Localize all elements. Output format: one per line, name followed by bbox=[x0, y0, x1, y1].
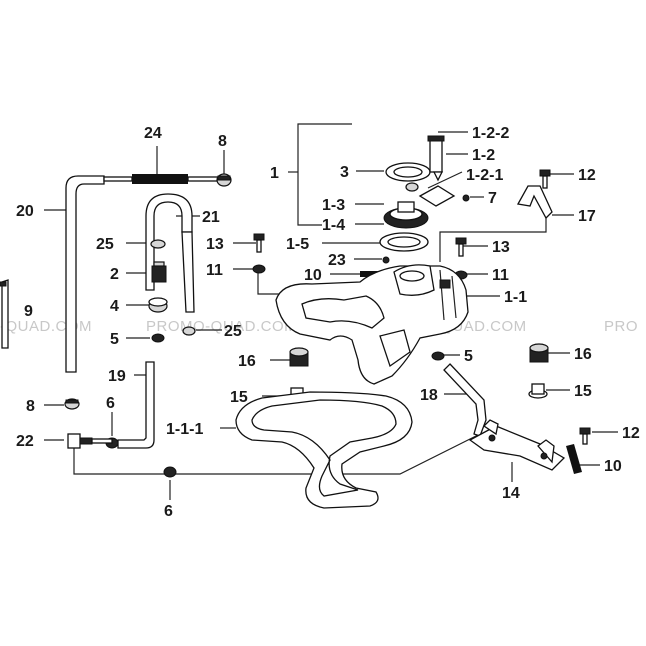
label-5-left: 5 bbox=[110, 331, 119, 348]
label-1-1-1: 1-1-1 bbox=[166, 421, 203, 438]
spring-24 bbox=[103, 174, 219, 184]
label-1-3: 1-3 bbox=[322, 197, 345, 214]
bolt-13-right bbox=[455, 237, 467, 257]
label-16-right: 16 bbox=[574, 346, 592, 363]
label-1-2: 1-2 bbox=[472, 147, 495, 164]
label-23: 23 bbox=[328, 252, 346, 269]
washer-11-left bbox=[252, 264, 266, 274]
label-15-left: 15 bbox=[230, 389, 248, 406]
valve-2 bbox=[151, 261, 167, 283]
label-21: 21 bbox=[202, 209, 220, 226]
label-12-bottom: 12 bbox=[622, 425, 640, 442]
filter-1-2-1 bbox=[418, 185, 456, 207]
bolt-12-top bbox=[539, 169, 551, 189]
label-5-right: 5 bbox=[464, 348, 473, 365]
bolt-13-left bbox=[253, 233, 265, 253]
part-labels: 24 8 20 21 25 2 4 5 25 19 8 6 22 6 9 1 3… bbox=[16, 125, 640, 520]
clamp-6-bottom bbox=[163, 466, 177, 478]
label-10-top: 10 bbox=[304, 267, 322, 284]
spring-10-bottom bbox=[566, 444, 582, 474]
clip-5-right bbox=[431, 351, 445, 361]
label-8-top: 8 bbox=[218, 133, 227, 150]
label-17: 17 bbox=[578, 208, 596, 225]
clamp-8-bottom bbox=[64, 398, 80, 410]
gasket-1-1-1-inner bbox=[251, 399, 397, 497]
label-4: 4 bbox=[110, 298, 119, 315]
fuel-tank-1-1 bbox=[275, 264, 469, 385]
clamp-25-bottom bbox=[182, 326, 196, 336]
label-25-top: 25 bbox=[96, 236, 114, 253]
pump-top-1-2-2 bbox=[427, 135, 445, 182]
label-13-right: 13 bbox=[492, 239, 510, 256]
label-16-left: 16 bbox=[238, 353, 256, 370]
pin-23 bbox=[382, 256, 390, 264]
label-24: 24 bbox=[144, 125, 162, 142]
label-6-bottom: 6 bbox=[164, 503, 173, 520]
label-11-left: 11 bbox=[206, 262, 223, 279]
clamp-8-top bbox=[216, 173, 232, 187]
label-1: 1 bbox=[270, 165, 279, 182]
label-6-mid: 6 bbox=[106, 395, 115, 412]
label-22: 22 bbox=[16, 433, 34, 450]
label-15-right: 15 bbox=[574, 383, 592, 400]
gasket-3 bbox=[385, 162, 431, 182]
label-18: 18 bbox=[420, 387, 438, 404]
tee-22 bbox=[67, 433, 113, 449]
label-13-left: 13 bbox=[206, 236, 224, 253]
bracket-14 bbox=[468, 419, 566, 471]
clip-3-small bbox=[405, 182, 419, 192]
label-11-right: 11 bbox=[492, 267, 509, 284]
label-2: 2 bbox=[110, 266, 119, 283]
mount-16-left bbox=[289, 347, 309, 367]
mount-16-right bbox=[529, 343, 549, 363]
collar-15-right bbox=[528, 383, 548, 399]
label-3: 3 bbox=[340, 164, 349, 181]
watermark-center: PROMO-QUAD.COM bbox=[146, 318, 297, 335]
label-1-5: 1-5 bbox=[286, 236, 309, 253]
label-10-bottom: 10 bbox=[604, 458, 622, 475]
hose-20 bbox=[65, 175, 105, 373]
watermark-left: -QUAD.COM bbox=[0, 318, 92, 335]
bolt-12-bottom bbox=[579, 427, 591, 445]
label-1-1: 1-1 bbox=[504, 289, 527, 306]
label-1-2-2: 1-2-2 bbox=[472, 125, 509, 142]
label-19: 19 bbox=[108, 368, 126, 385]
hose-19 bbox=[117, 361, 155, 449]
label-7: 7 bbox=[488, 190, 497, 207]
label-9: 9 bbox=[24, 303, 33, 320]
hose-21-lower bbox=[181, 231, 195, 313]
label-1-4: 1-4 bbox=[322, 217, 345, 234]
pump-flange-1-3 bbox=[383, 201, 429, 229]
filter-4 bbox=[148, 297, 168, 313]
label-14: 14 bbox=[502, 485, 520, 502]
bracket-17 bbox=[516, 185, 553, 220]
clip-5-left bbox=[151, 333, 165, 343]
watermark-far-right: PRO bbox=[604, 318, 638, 335]
label-1-2-1: 1-2-1 bbox=[466, 167, 503, 184]
clamp-25-top bbox=[150, 239, 166, 249]
lock-ring-1-5 bbox=[379, 232, 429, 252]
strap-9 bbox=[0, 279, 9, 349]
parts bbox=[0, 135, 591, 509]
label-20: 20 bbox=[16, 203, 34, 220]
bolt-7 bbox=[462, 194, 470, 202]
label-12-top: 12 bbox=[578, 167, 596, 184]
hose-18 bbox=[443, 363, 487, 437]
label-25-bottom: 25 bbox=[224, 323, 242, 340]
label-8-bottom: 8 bbox=[26, 398, 35, 415]
